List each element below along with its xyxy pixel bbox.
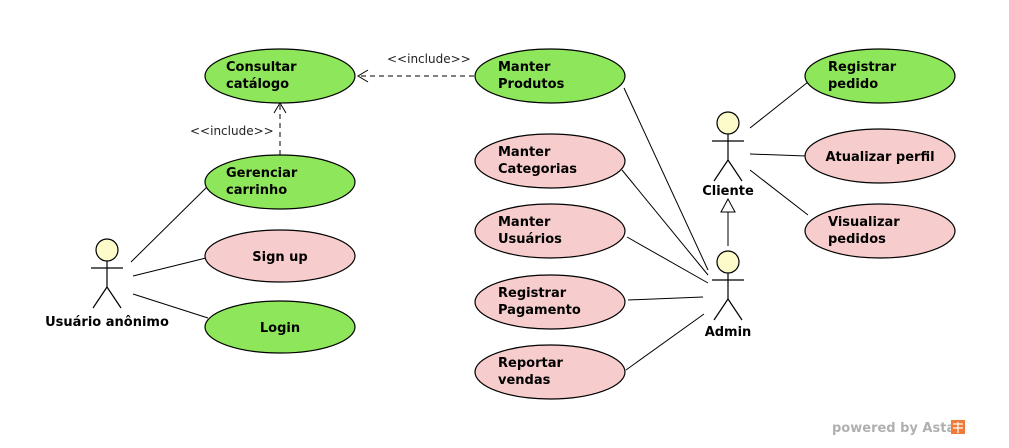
svg-text:pedidos: pedidos <box>828 232 886 247</box>
usecase-atualizar-perfil[interactable]: Atualizar perfil <box>804 128 956 184</box>
usecase-registrar-pagamento[interactable]: Registrar Pagamento <box>474 274 626 330</box>
astah-watermark: powered by Astah <box>832 420 965 436</box>
actor-label-anon: Usuário anônimo <box>45 315 169 330</box>
usecase-reportar-vendas[interactable]: Reportar vendas <box>474 344 626 400</box>
usecase-manter-produtos[interactable]: Manter Produtos <box>474 48 626 104</box>
svg-text:Login: Login <box>260 321 300 336</box>
association-admin-vendas <box>625 313 705 371</box>
usecase-sign-up[interactable]: Sign up <box>204 229 356 283</box>
svg-text:pedido: pedido <box>828 77 878 92</box>
usecase-manter-usuarios[interactable]: Manter Usuários <box>474 203 626 259</box>
actor-cliente[interactable]: Cliente <box>702 111 754 199</box>
actor-label-cliente: Cliente <box>702 184 754 199</box>
watermark-text: powered by Astah <box>832 421 964 436</box>
svg-text:Atualizar perfil: Atualizar perfil <box>825 150 934 165</box>
actor-head <box>716 111 740 135</box>
svg-text:Sign up: Sign up <box>252 250 307 265</box>
actor-head <box>716 250 740 274</box>
svg-text:Visualizar: Visualizar <box>828 215 900 230</box>
association-cliente-registrar-pedido <box>749 81 809 129</box>
association-anon-login <box>132 293 209 319</box>
usecase-consultar-catalogo[interactable]: Consultar catálogo <box>204 48 356 104</box>
svg-text:Categorias: Categorias <box>498 162 577 177</box>
usecase-login[interactable]: Login <box>204 300 356 354</box>
svg-text:Produtos: Produtos <box>498 77 565 92</box>
association-admin-usuarios <box>626 236 709 284</box>
include-label-2: <<include>> <box>190 124 274 138</box>
association-anon-gerenciar <box>130 185 209 263</box>
svg-text:Registrar: Registrar <box>498 286 567 301</box>
association-admin-produtos <box>623 87 709 271</box>
svg-text:Manter: Manter <box>498 145 551 160</box>
usecase-manter-categorias[interactable]: Manter Categorias <box>474 133 626 189</box>
association-admin-categorias <box>621 169 709 276</box>
association-admin-pagamento <box>627 296 704 301</box>
svg-text:Manter: Manter <box>498 215 551 230</box>
svg-text:Reportar: Reportar <box>498 356 563 371</box>
include-arrowhead-produtos-catalogo <box>357 69 369 83</box>
svg-text:Consultar: Consultar <box>226 60 297 75</box>
actor-head <box>95 238 119 262</box>
association-anon-signup <box>132 257 207 277</box>
svg-text:vendas: vendas <box>498 373 551 388</box>
usecase-gerenciar-carrinho[interactable]: Gerenciar carrinho <box>204 154 356 210</box>
svg-text:Pagamento: Pagamento <box>498 303 581 318</box>
association-cliente-atualizar-perfil <box>749 153 807 157</box>
association-cliente-visualizar-pedidos <box>749 169 809 216</box>
svg-text:catálogo: catálogo <box>226 77 289 92</box>
svg-text:Registrar: Registrar <box>828 60 897 75</box>
actor-admin[interactable]: Admin <box>705 250 752 340</box>
svg-text:Usuários: Usuários <box>498 232 562 247</box>
svg-text:Gerenciar: Gerenciar <box>226 166 298 181</box>
svg-text:carrinho: carrinho <box>226 183 287 198</box>
actor-usuario-anonimo[interactable]: Usuário anônimo <box>45 238 169 330</box>
usecase-visualizar-pedidos[interactable]: Visualizar pedidos <box>804 203 956 259</box>
generalization-arrowhead <box>720 197 736 213</box>
include-label-1: <<include>> <box>387 52 471 66</box>
usecase-registrar-pedido[interactable]: Registrar pedido <box>804 48 956 104</box>
astah-logo-icon <box>951 420 965 434</box>
actor-label-admin: Admin <box>705 325 752 340</box>
svg-text:Manter: Manter <box>498 60 551 75</box>
